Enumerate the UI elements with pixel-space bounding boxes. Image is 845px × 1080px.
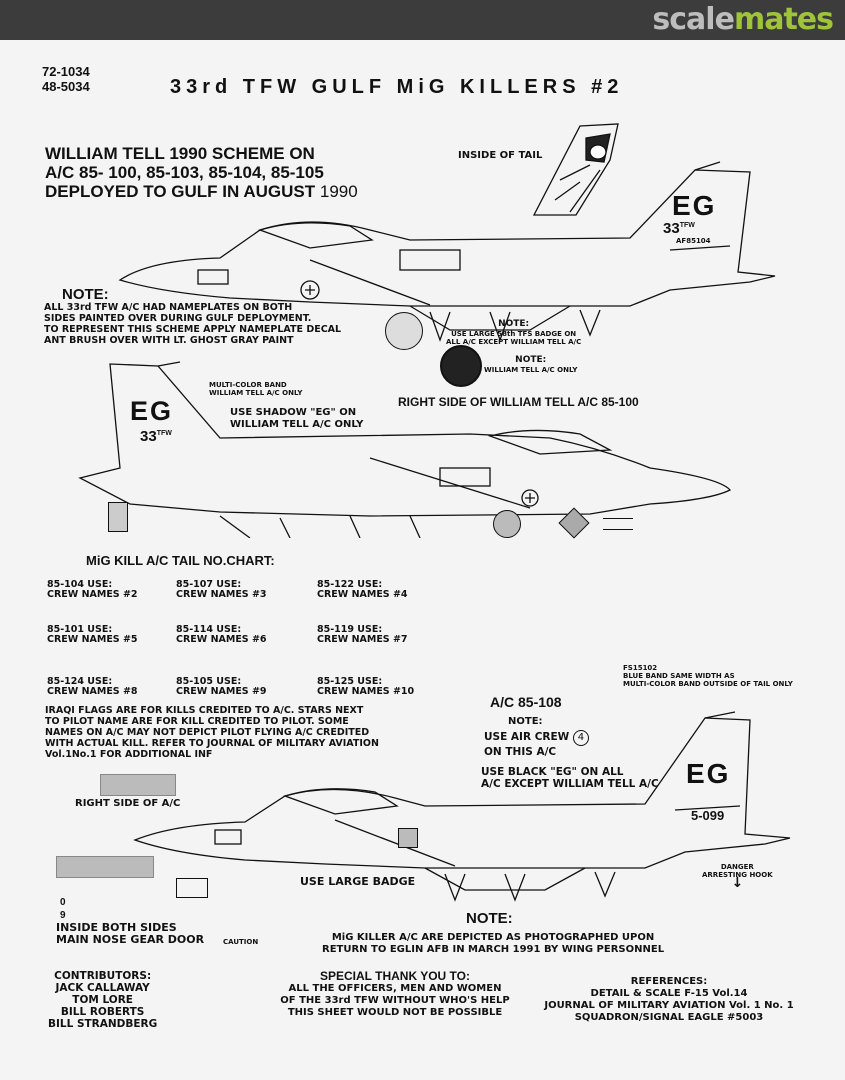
william-tell-badge bbox=[440, 345, 482, 387]
danger-stencil-decal bbox=[108, 502, 128, 532]
inside-tail-drawing bbox=[532, 123, 619, 216]
large-badge-label: USE LARGE BADGE bbox=[300, 875, 416, 888]
stripe-decal bbox=[603, 518, 633, 530]
nameplate-left-side-decal bbox=[56, 856, 154, 878]
tail-wing-number-2: 33TFW bbox=[140, 428, 172, 445]
chart-cell-85-104: 85-104 USE:CREW NAMES #2 bbox=[47, 579, 138, 600]
chart-cell-85-122: 85-122 USE:CREW NAMES #4 bbox=[317, 579, 408, 600]
final-note-heading: NOTE: bbox=[466, 910, 513, 927]
chart-cell-85-114: 85-114 USE:CREW NAMES #6 bbox=[176, 624, 267, 645]
58th-tfs-badge bbox=[385, 312, 423, 350]
special-thanks: SPECIAL THANK YOU TO: ALL THE OFFICERS, … bbox=[280, 969, 510, 1019]
note-william-tell-only: NOTE: WILLIAM TELL A/C ONLY bbox=[484, 355, 578, 374]
large-badge-decal bbox=[398, 828, 418, 848]
nameplate-right-side-decal bbox=[100, 774, 176, 796]
site-header: scalemates bbox=[0, 0, 845, 40]
tail-serial-108: 5-099 bbox=[691, 808, 725, 823]
final-note-text: MiG KILLER A/C ARE DEPICTED AS PHOTOGRAP… bbox=[322, 932, 665, 955]
chart-cell-85-119: 85-119 USE:CREW NAMES #7 bbox=[317, 624, 408, 645]
right-side-ac-label: RIGHT SIDE OF A/C bbox=[75, 798, 181, 809]
ac-85-108-note: USE AIR CREW 4 ON THIS A/C bbox=[484, 730, 589, 758]
tail-code-eg: EG bbox=[672, 190, 717, 221]
right-side-william-tell-label: RIGHT SIDE OF WILLIAM TELL A/C 85-100 bbox=[398, 395, 639, 409]
chart-cell-85-101: 85-101 USE:CREW NAMES #5 bbox=[47, 624, 138, 645]
jet-left-side-william-tell bbox=[118, 161, 776, 342]
iraqi-flags-note: IRAQI FLAGS ARE FOR KILLS CREDITED TO A/… bbox=[45, 705, 379, 760]
tail-code-eg-shadow: EG bbox=[130, 396, 174, 426]
tail-wing-number: 33TFW bbox=[663, 220, 695, 237]
note-nameplates-heading: NOTE: bbox=[62, 286, 109, 303]
tail-chart-title: MiG KILL A/C TAIL NO.CHART: bbox=[86, 553, 275, 568]
chart-cell-85-125: 85-125 USE:CREW NAMES #10 bbox=[317, 676, 415, 697]
wing-badge-decal bbox=[493, 510, 521, 538]
chart-cell-85-124: 85-124 USE:CREW NAMES #8 bbox=[47, 676, 138, 697]
chart-cell-85-107: 85-107 USE:CREW NAMES #3 bbox=[176, 579, 267, 600]
ac-85-108-note-head: NOTE: bbox=[508, 716, 543, 727]
caution-label: CAUTION bbox=[223, 938, 259, 946]
ac-85-108-title: A/C 85-108 bbox=[490, 694, 562, 710]
tail-serial: AF85104 bbox=[676, 237, 711, 245]
jet-left-side-85-108 bbox=[133, 711, 791, 902]
scalemates-logo[interactable]: scalemates bbox=[652, 2, 834, 37]
tail-code-eg-black: EG bbox=[686, 758, 731, 789]
caution-stencil-decal bbox=[176, 878, 208, 898]
chart-cell-85-105: 85-105 USE:CREW NAMES #9 bbox=[176, 676, 267, 697]
inside-tail-label: INSIDE OF TAIL bbox=[458, 150, 543, 161]
scheme-heading: WILLIAM TELL 1990 SCHEME ON A/C 85- 100,… bbox=[45, 144, 358, 201]
jet-right-side-william-tell bbox=[78, 361, 732, 538]
sheet-title: 33rd TFW GULF MiG KILLERS #2 bbox=[170, 76, 624, 98]
